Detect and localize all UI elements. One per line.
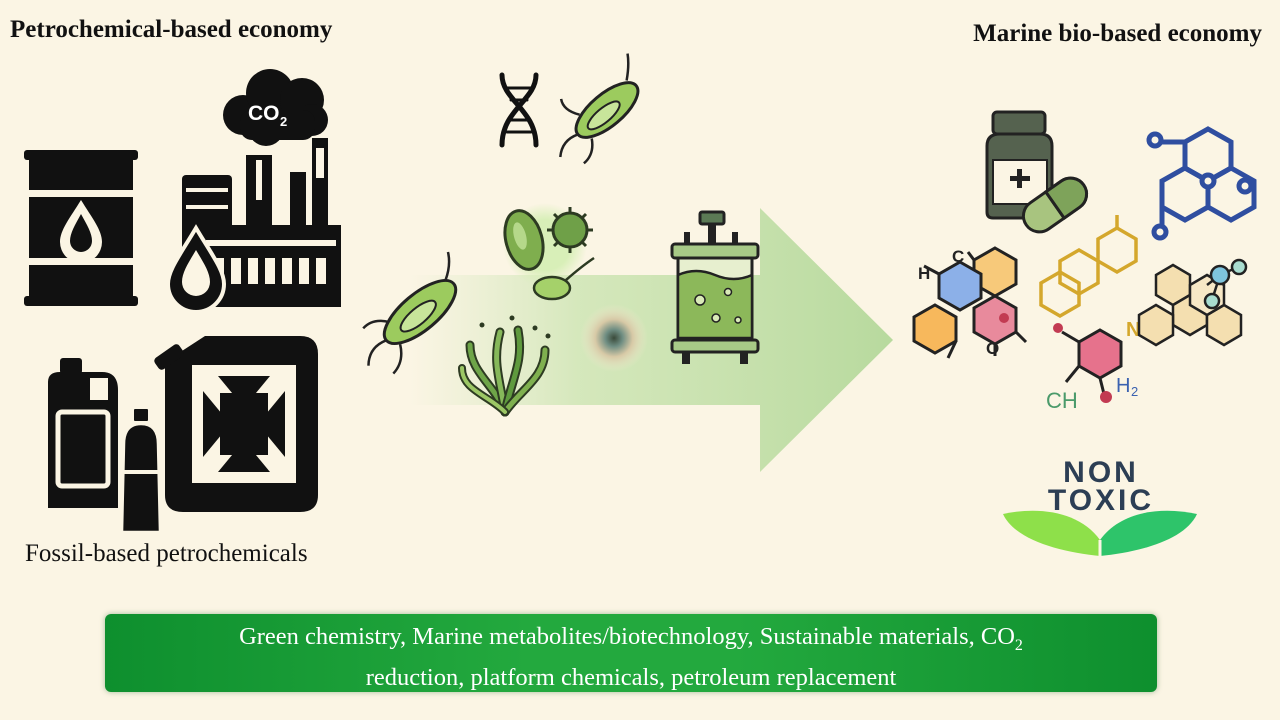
atom-label-h2: H bbox=[1116, 375, 1130, 397]
banner-line1-sub: 2 bbox=[1014, 636, 1023, 654]
right-title: Marine bio-based economy bbox=[973, 20, 1262, 47]
seaweed-icon bbox=[458, 315, 551, 417]
plastic-bottle-icon bbox=[48, 358, 118, 508]
yellow-molecule-icon bbox=[1039, 215, 1138, 319]
color-hexagon-molecule-icon bbox=[912, 246, 1028, 359]
non-toxic-line2: TOXIC bbox=[1048, 484, 1154, 517]
spore-icon bbox=[580, 304, 648, 372]
banner-line1-text: Green chemistry, Marine metabolites/biot… bbox=[239, 623, 1015, 650]
bacterium-left-icon bbox=[362, 251, 458, 375]
non-toxic-line1: NON bbox=[1063, 456, 1139, 489]
bacterium-icon bbox=[559, 53, 640, 165]
honeycomb-molecule-icon bbox=[1137, 258, 1248, 347]
bioreactor-icon bbox=[670, 210, 760, 364]
fossil-label: Fossil-based petrochemicals bbox=[25, 540, 308, 567]
co2-cloud-icon: CO 2 bbox=[223, 69, 328, 146]
oil-barrel-icon bbox=[24, 150, 138, 306]
atom-label-ch: CH bbox=[1046, 388, 1078, 413]
small-bottle-icon bbox=[120, 407, 162, 534]
dna-icon bbox=[499, 72, 539, 148]
transition-arrow bbox=[410, 208, 893, 472]
atom-label-c: C bbox=[952, 247, 964, 266]
atom-label-h2-sub: 2 bbox=[1131, 384, 1138, 399]
co2-text: CO bbox=[248, 102, 280, 125]
non-toxic-badge-icon: NON TOXIC bbox=[1003, 456, 1197, 566]
keywords-banner: Green chemistry, Marine metabolites/biot… bbox=[105, 614, 1157, 692]
jerry-can-icon bbox=[154, 336, 318, 512]
factory-icon bbox=[165, 138, 341, 314]
banner-line1: Green chemistry, Marine metabolites/biot… bbox=[105, 621, 1157, 662]
atom-label-n: N bbox=[1126, 319, 1140, 341]
atom-label-h: H bbox=[918, 264, 930, 283]
pill-capsule-icon bbox=[1021, 176, 1089, 234]
atom-label-o: O bbox=[986, 339, 999, 358]
pink-molecule-icon bbox=[1053, 323, 1123, 403]
microbe-cluster-icon bbox=[503, 203, 595, 301]
blue-molecule-icon bbox=[1146, 126, 1257, 241]
banner-line2: reduction, platform chemicals, petroleum… bbox=[365, 663, 897, 691]
co2-subscript: 2 bbox=[280, 114, 287, 129]
left-title: Petrochemical-based economy bbox=[10, 16, 333, 43]
